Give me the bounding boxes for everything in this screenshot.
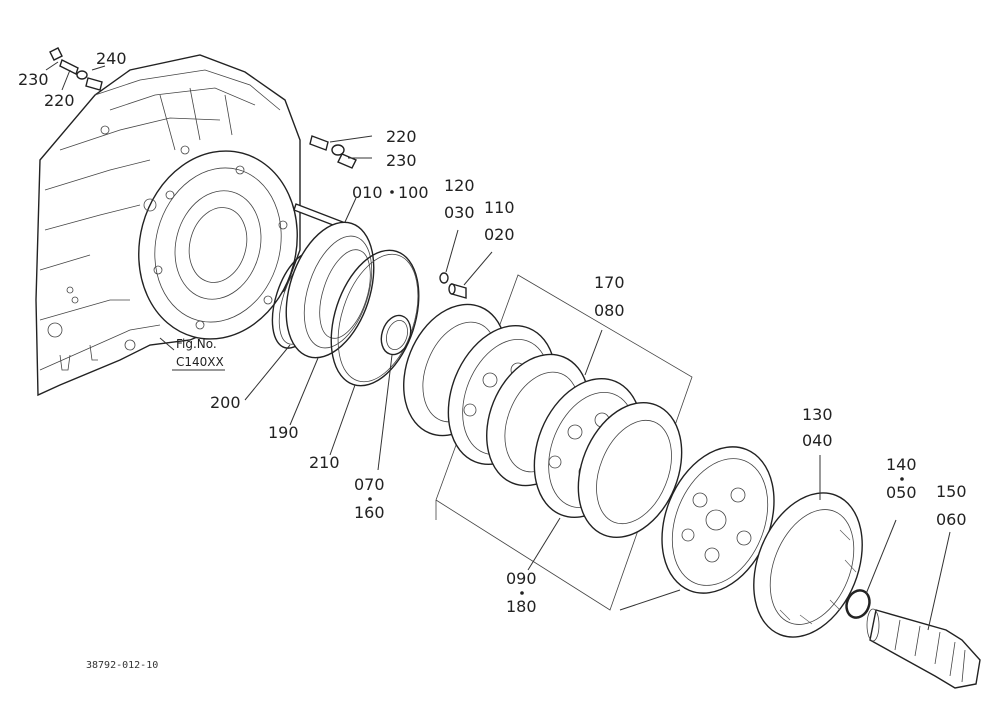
label-060: 060 [936, 510, 967, 529]
fig-code: C140XX [176, 355, 224, 369]
label-020: 020 [484, 225, 515, 244]
label-130: 130 [802, 405, 833, 424]
separator-dot [900, 477, 904, 481]
label-040: 040 [802, 431, 833, 450]
separator-dot [520, 591, 524, 595]
label-200: 200 [210, 393, 241, 412]
label-090: 090 [506, 569, 537, 588]
spring-pin-120 [439, 272, 449, 284]
separator-dot [390, 190, 394, 194]
label-180: 180 [506, 597, 537, 616]
label-010: 010 [352, 183, 383, 202]
thrust-ring [753, 492, 863, 638]
label-140: 140 [886, 455, 917, 474]
splined-shaft [866, 608, 981, 689]
label-080: 080 [594, 301, 625, 320]
transmission-housing [35, 54, 301, 397]
label-050: 050 [886, 483, 917, 502]
label-220-right: 220 [386, 127, 417, 146]
fig-no-label: Fig.No. [176, 337, 217, 351]
bushing-110 [448, 283, 467, 299]
label-030: 030 [444, 203, 475, 222]
drawing-reference-number: 38792-012-10 [86, 660, 158, 671]
label-230-right: 230 [386, 151, 417, 170]
piston-190 [285, 221, 375, 359]
separator-dot [368, 497, 372, 501]
label-210: 210 [309, 453, 340, 472]
small-o-ring [380, 314, 412, 356]
label-160: 160 [354, 503, 385, 522]
label-190: 190 [268, 423, 299, 442]
label-070: 070 [354, 475, 385, 494]
label-110: 110 [484, 198, 515, 217]
breather-fitting-left [49, 47, 103, 91]
seal-ring-210 [330, 249, 420, 387]
label-120: 120 [444, 176, 475, 195]
label-170: 170 [594, 273, 625, 292]
label-010-100: 010 100 [352, 183, 429, 202]
steel-plate-3 [577, 401, 683, 539]
label-230-top-left: 230 [18, 70, 49, 89]
label-240: 240 [96, 49, 127, 68]
label-220-top-left: 220 [44, 91, 75, 110]
label-100: 100 [398, 183, 429, 202]
o-ring-140 [845, 589, 871, 619]
breather-fitting-right [309, 135, 357, 169]
label-150: 150 [936, 482, 967, 501]
